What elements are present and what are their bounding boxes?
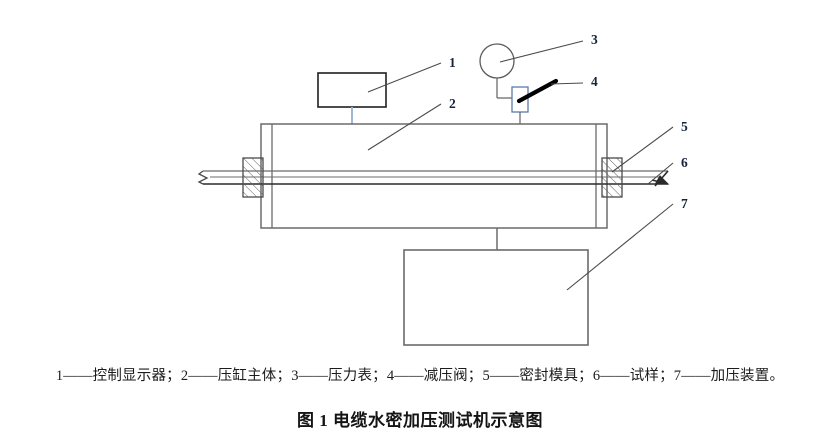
leader-line-5 bbox=[611, 126, 674, 173]
leader-line-7 bbox=[566, 203, 674, 291]
schematic-drawing: 1 2 3 4 5 6 7 bbox=[197, 32, 688, 346]
callout-number-7: 7 bbox=[681, 196, 688, 211]
leader-line-1 bbox=[367, 62, 442, 93]
callout-number-3: 3 bbox=[591, 32, 598, 47]
seal-mould-left bbox=[242, 157, 264, 198]
figure-caption: 图 1 电缆水密加压测试机示意图 bbox=[297, 411, 543, 430]
callout-number-1: 1 bbox=[449, 55, 456, 70]
specimen-left-break-symbol bbox=[197, 170, 209, 185]
figure-diagram: 1 2 3 4 5 6 7 bbox=[197, 32, 688, 346]
callout-number-2: 2 bbox=[449, 96, 456, 111]
callout-number-4: 4 bbox=[591, 74, 598, 89]
callout-number-5: 5 bbox=[681, 119, 688, 134]
seal-mould-right-block bbox=[601, 157, 623, 198]
seal-mould-right bbox=[601, 157, 623, 198]
specimen-arrow-head bbox=[655, 175, 670, 185]
control-display-unit bbox=[317, 72, 387, 124]
leader-line-2 bbox=[367, 103, 442, 151]
leader-lines bbox=[367, 40, 674, 291]
pressurizing-device bbox=[403, 228, 589, 346]
leader-line-3 bbox=[499, 40, 584, 63]
specimen-cable bbox=[197, 170, 670, 187]
pressurizing-device-box bbox=[403, 249, 589, 346]
seal-mould-left-block bbox=[242, 157, 264, 198]
pressure-gauge-dial bbox=[479, 43, 515, 79]
figure-legend: 1——控制显示器；2——压缸主体；3——压力表；4——减压阀；5——密封模具；6… bbox=[55, 368, 785, 384]
relief-valve bbox=[511, 78, 559, 124]
callout-numbers: 1 2 3 4 5 6 7 bbox=[449, 32, 688, 211]
cylinder-body bbox=[260, 123, 608, 229]
cylinder-outer-shell bbox=[260, 123, 608, 229]
relief-valve-handle bbox=[516, 78, 559, 104]
callout-number-6: 6 bbox=[681, 155, 688, 170]
leader-line-6 bbox=[647, 162, 674, 185]
pressure-gauge bbox=[479, 43, 515, 99]
control-display-box bbox=[317, 72, 387, 108]
leader-line-4 bbox=[550, 82, 584, 85]
